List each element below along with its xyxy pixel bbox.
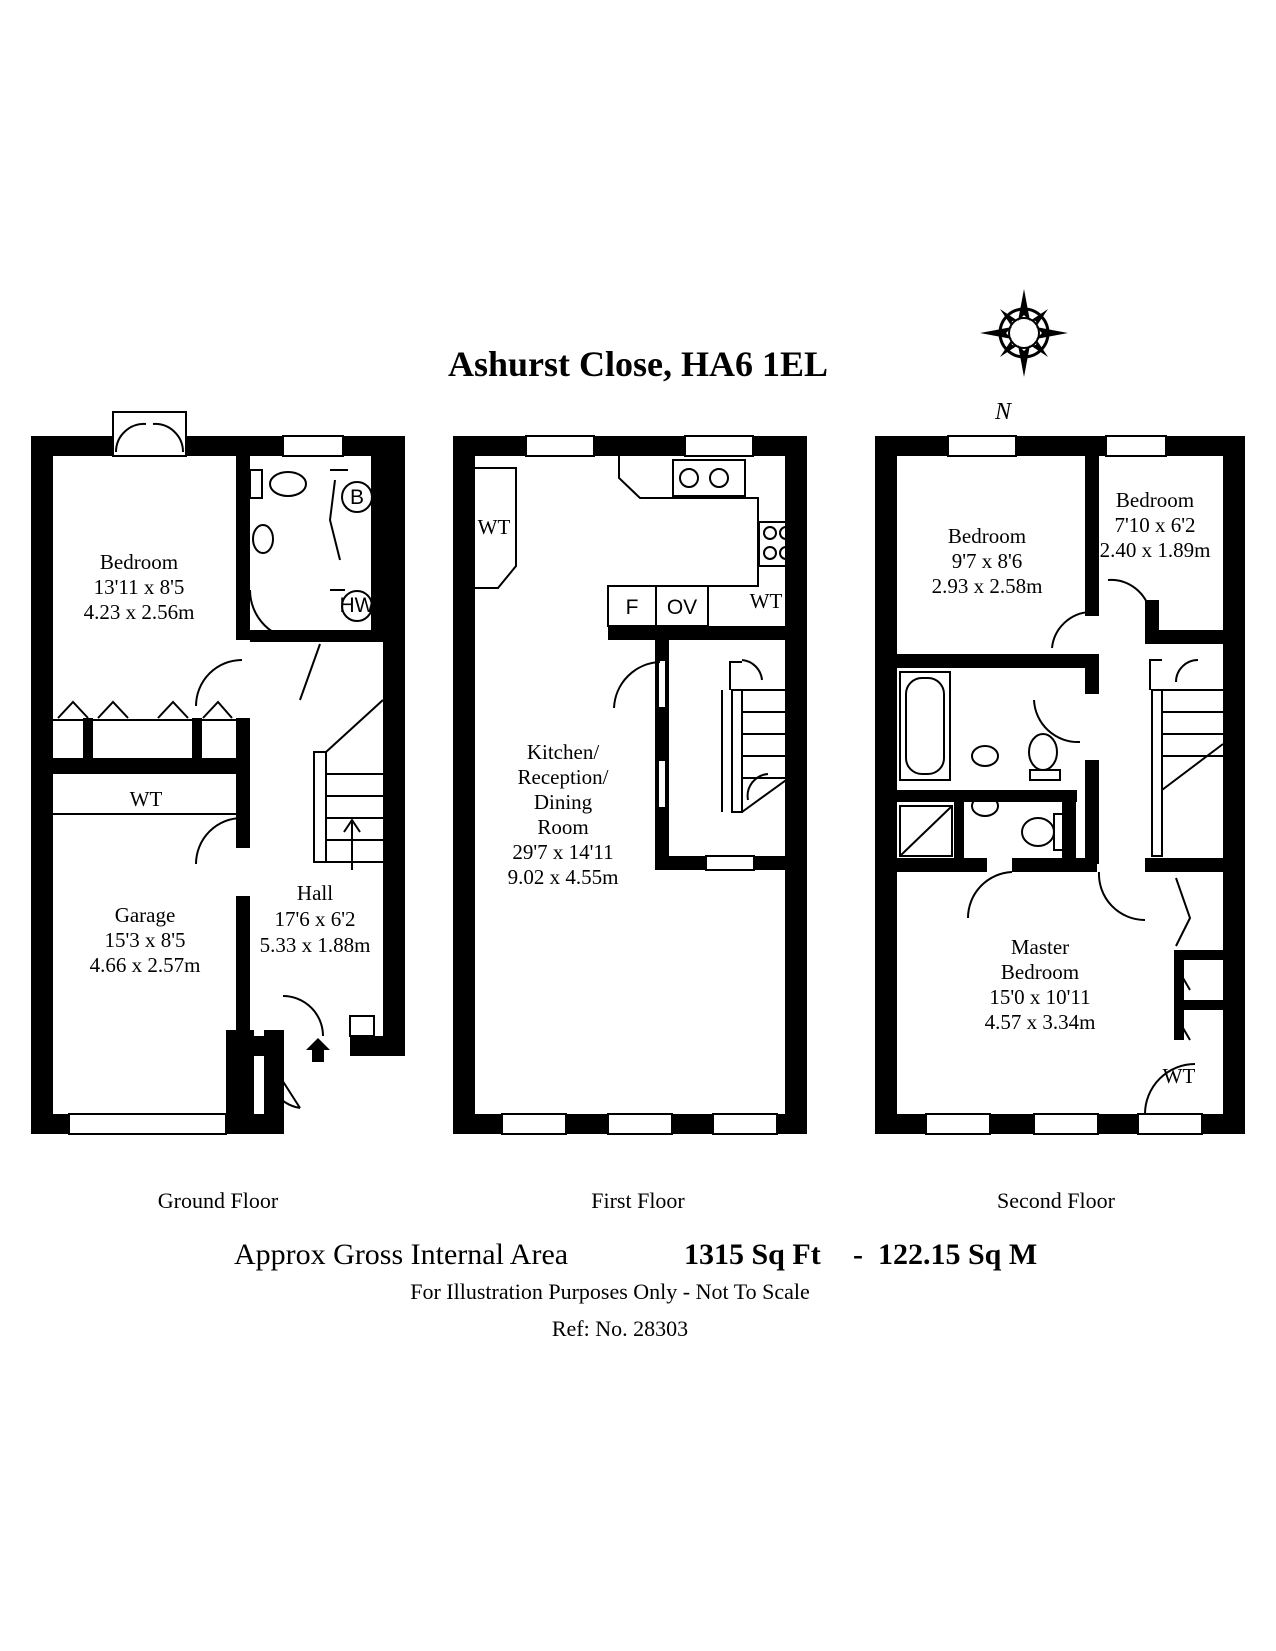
second-wt-label: WT [1163, 1064, 1196, 1088]
second-bedroom-1-imperial: 9'7 x 8'6 [952, 549, 1023, 573]
area-separator: - [853, 1238, 863, 1271]
ground-wt-label: WT [130, 787, 163, 811]
area-label: Approx Gross Internal Area [234, 1238, 568, 1271]
second-bedroom-2-imperial: 7'10 x 6'2 [1114, 513, 1195, 537]
kitchen-name-line4: Room [537, 815, 588, 839]
kitchen-name-line3: Dining [534, 790, 593, 814]
master-bedroom-imperial: 15'0 x 10'11 [989, 985, 1090, 1009]
entrance-arrow-icon [306, 1038, 330, 1062]
compass-rose-icon [980, 289, 1068, 377]
kitchen-name-line1: Kitchen/ [527, 740, 599, 764]
second-floor-plan: Bedroom 9'7 x 8'6 2.93 x 2.58m Bedroom 7… [875, 435, 1245, 1135]
reference-number: Ref: No. 28303 [552, 1316, 688, 1341]
ground-bedroom-name: Bedroom [100, 550, 178, 574]
hall-name: Hall [297, 881, 333, 905]
master-bedroom-metric: 4.57 x 3.34m [985, 1010, 1096, 1034]
ground-bedroom-metric: 4.23 x 2.56m [84, 600, 195, 624]
first-wt-right-label: WT [750, 589, 783, 613]
compass-north-label: N [994, 399, 1013, 425]
second-bedroom-1-name: Bedroom [948, 524, 1026, 548]
second-bedroom-2-metric: 2.40 x 1.89m [1100, 538, 1211, 562]
boiler-label: B [350, 486, 364, 509]
second-floor-name: Second Floor [997, 1188, 1116, 1213]
kitchen-metric: 9.02 x 4.55m [508, 865, 619, 889]
master-bedroom-name-line1: Master [1011, 935, 1069, 959]
area-sqm: 122.15 Sq M [878, 1238, 1037, 1271]
garage-metric: 4.66 x 2.57m [90, 953, 201, 977]
kitchen-imperial: 29'7 x 14'11 [512, 840, 613, 864]
ground-bedroom-imperial: 13'11 x 8'5 [94, 575, 185, 599]
second-bedroom-1-metric: 2.93 x 2.58m [932, 574, 1043, 598]
first-wt-left-label: WT [478, 515, 511, 539]
page-title: Ashurst Close, HA6 1EL [448, 344, 828, 384]
oven-label: OV [667, 596, 697, 619]
ground-floor-name: Ground Floor [158, 1188, 279, 1213]
fridge-label: F [626, 596, 639, 619]
kitchen-name-line2: Reception/ [518, 765, 609, 789]
second-bedroom-2-name: Bedroom [1116, 488, 1194, 512]
area-sqft: 1315 Sq Ft [684, 1238, 821, 1271]
master-bedroom-name-line2: Bedroom [1001, 960, 1079, 984]
garage-imperial: 15'3 x 8'5 [104, 928, 185, 952]
hall-metric: 5.33 x 1.88m [260, 933, 371, 957]
first-floor-plan: F OV WT WT Kitchen/ Reception/ Dining Ro… [453, 435, 807, 1135]
hot-water-label: HW [340, 594, 375, 617]
garage-name: Garage [115, 903, 176, 927]
first-floor-name: First Floor [591, 1188, 685, 1213]
ground-floor-plan: B HW Bedroom 13'11 x 8'5 4.23 x 2.56m WT… [31, 411, 405, 1135]
hall-imperial: 17'6 x 6'2 [274, 907, 355, 931]
disclaimer: For Illustration Purposes Only - Not To … [410, 1279, 810, 1304]
